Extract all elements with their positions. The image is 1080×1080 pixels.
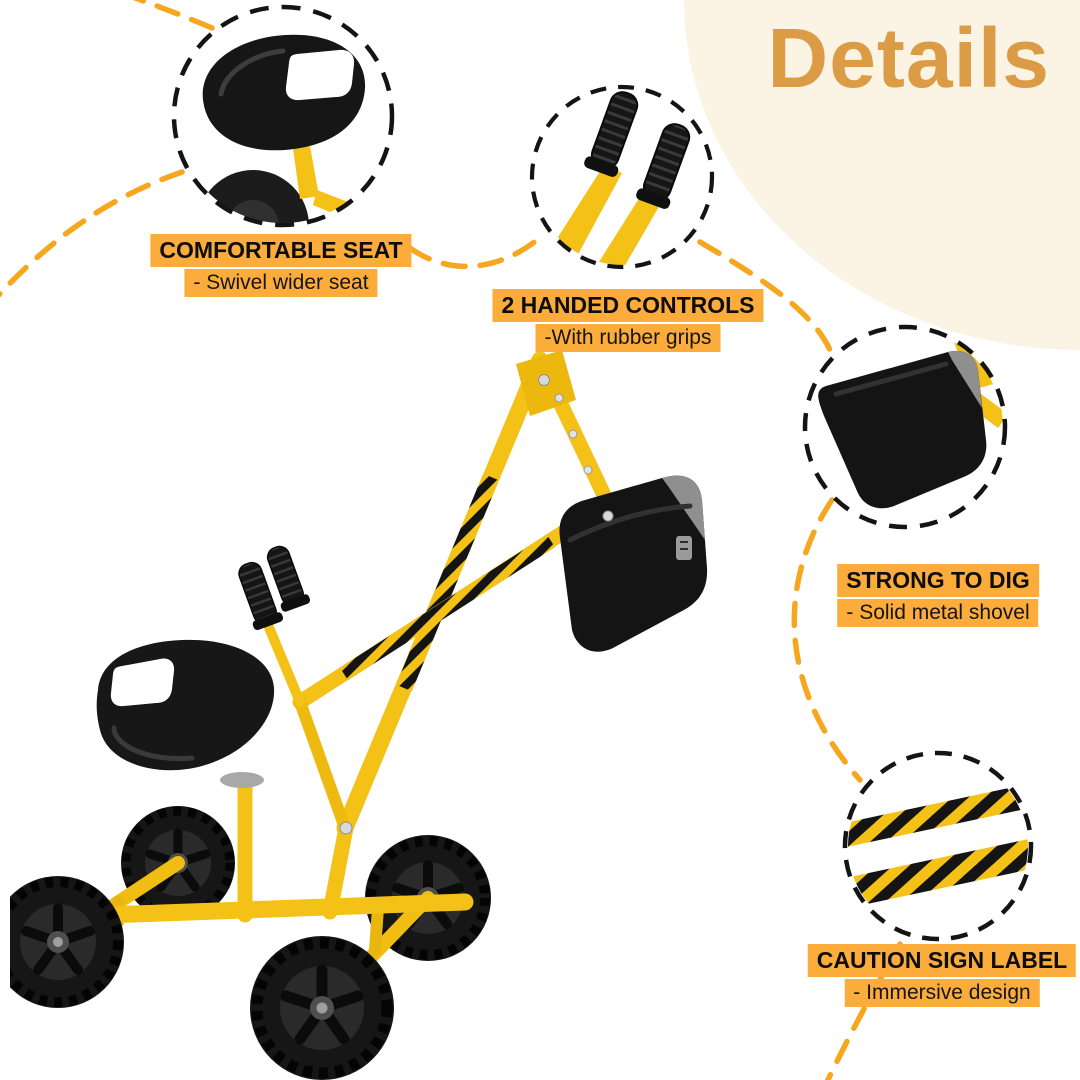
feature-subtitle: - Solid metal shovel	[837, 599, 1039, 627]
callout-controls-image	[526, 81, 718, 273]
feature-title: STRONG TO DIG	[837, 564, 1039, 597]
feature-title: 2 HANDED CONTROLS	[492, 289, 764, 322]
feature-subtitle: - Swivel wider seat	[184, 269, 378, 297]
wheel-rear-left	[0, 876, 124, 1008]
callout-shovel-image	[800, 322, 1010, 532]
wheel-front-left	[250, 936, 394, 1080]
seat-swivel-disc	[220, 772, 264, 788]
control-grips	[238, 545, 311, 630]
page-title: Details	[767, 11, 1050, 105]
seat	[96, 639, 275, 771]
feature-title: COMFORTABLE SEAT	[150, 234, 412, 267]
feature-label-shovel: STRONG TO DIG - Solid metal shovel	[837, 564, 1039, 627]
product-image-sand-digger	[0, 330, 710, 1080]
bucket-shovel	[559, 475, 708, 652]
callout-caution-image	[831, 746, 1045, 946]
boom-arms	[263, 350, 620, 837]
feature-label-seat: COMFORTABLE SEAT - Swivel wider seat	[150, 234, 412, 297]
feature-title: CAUTION SIGN LABEL	[807, 944, 1077, 977]
feature-label-caution: CAUTION SIGN LABEL - Immersive design	[807, 944, 1077, 1007]
callout-seat-image	[167, 0, 399, 232]
feature-subtitle: -With rubber grips	[535, 324, 721, 352]
feature-label-controls: 2 HANDED CONTROLS -With rubber grips	[492, 289, 764, 352]
feature-subtitle: - Immersive design	[844, 979, 1040, 1007]
